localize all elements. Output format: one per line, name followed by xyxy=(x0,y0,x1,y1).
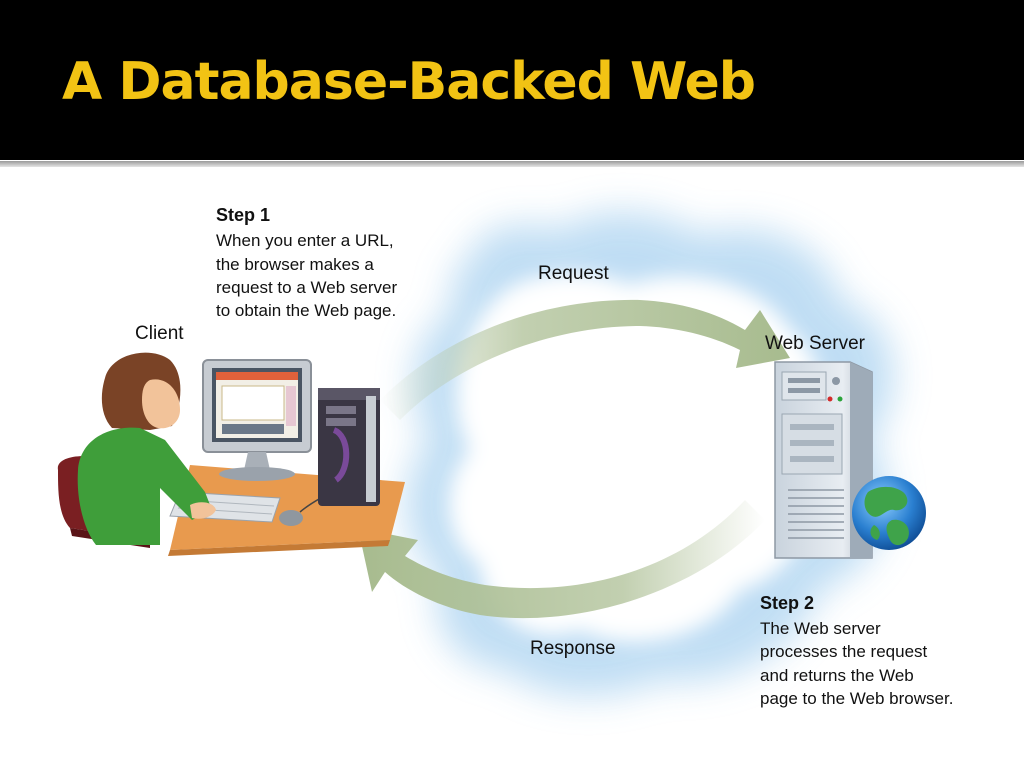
step2-line-4: page to the Web browser. xyxy=(760,689,954,708)
globe-icon xyxy=(852,476,926,550)
step1-line-2: the browser makes a xyxy=(216,255,374,274)
step1-line-4: to obtain the Web page. xyxy=(216,301,397,320)
step1-line-3: request to a Web server xyxy=(216,278,398,297)
request-arrow xyxy=(380,299,790,420)
step1-title: Step 1 xyxy=(216,205,271,225)
slide-title: A Database-Backed Web xyxy=(62,52,756,112)
step2-title: Step 2 xyxy=(760,593,815,613)
step1-line-1: When you enter a URL, xyxy=(216,231,394,250)
title-divider xyxy=(0,161,1024,167)
step2-line-3: and returns the Web xyxy=(760,666,914,685)
client-label: Client xyxy=(135,323,184,344)
response-arrow xyxy=(358,500,765,619)
title-bar: A Database-Backed Web xyxy=(0,0,1024,160)
client-illustration xyxy=(57,352,405,556)
response-label: Response xyxy=(530,638,616,659)
web-server-label: Web Server xyxy=(765,333,865,354)
request-label: Request xyxy=(538,263,609,284)
step2-line-1: The Web server xyxy=(760,619,881,638)
step2-line-2: processes the request xyxy=(760,642,928,661)
